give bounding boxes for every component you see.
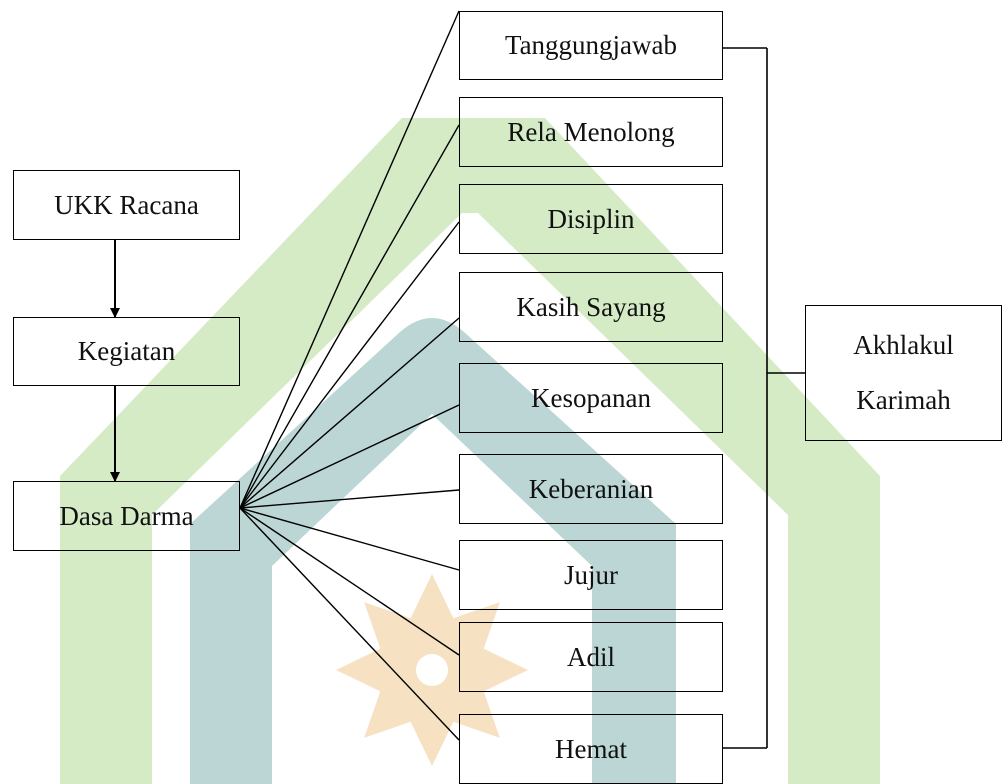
value-box-adil: Adil — [459, 622, 723, 692]
kegiatan-label: Kegiatan — [77, 336, 176, 366]
value-label: Rela Menolong — [507, 116, 675, 147]
value-box-kasih-sayang: Kasih Sayang — [459, 272, 723, 342]
ukk-racana-label: UKK Racana — [54, 189, 199, 220]
fan-lines — [239, 10, 460, 741]
value-box-rela-menolong: Rela Menolong — [459, 97, 723, 167]
value-label: Hemat — [555, 733, 627, 764]
bracket-connector — [722, 47, 805, 749]
value-box-jujur: Jujur — [459, 540, 723, 610]
value-box-disiplin: Disiplin — [459, 184, 723, 254]
value-label: Disiplin — [547, 203, 635, 234]
akhlakul-karimah-box: Akhlakul Karimah — [805, 305, 1002, 441]
watermark-star-center — [416, 654, 448, 686]
fan-line-4 — [239, 317, 460, 509]
dasa-darma-box: Dasa Darma — [13, 481, 240, 551]
fan-line-5 — [239, 404, 460, 509]
fan-line-9 — [239, 507, 460, 741]
result-label-line1: Akhlakul — [853, 330, 954, 360]
value-label: Kesopanan — [531, 382, 651, 413]
value-label: Adil — [566, 641, 615, 672]
fan-line-8 — [239, 507, 460, 656]
value-label: Keberanian — [528, 473, 654, 504]
watermark-green-arch — [60, 118, 880, 784]
value-box-tanggungjawab: Tanggungjawab — [459, 11, 723, 80]
watermark-teal-arch — [190, 318, 676, 784]
ukk-racana-box: UKK Racana — [13, 170, 240, 240]
fan-line-3 — [239, 221, 460, 509]
result-label-line2: Karimah — [856, 385, 951, 415]
value-box-kesopanan: Kesopanan — [459, 363, 723, 433]
value-box-keberanian: Keberanian — [459, 454, 723, 524]
fan-line-2 — [239, 124, 460, 509]
kegiatan-box: Kegiatan — [13, 317, 240, 386]
value-label: Jujur — [564, 559, 618, 590]
fan-line-1 — [239, 10, 460, 509]
fan-line-6 — [239, 489, 460, 509]
dasa-darma-label: Dasa Darma — [59, 500, 194, 531]
value-label: Tanggungjawab — [504, 30, 678, 60]
fan-line-7 — [239, 507, 460, 571]
value-box-hemat: Hemat — [459, 714, 723, 784]
value-label: Kasih Sayang — [516, 291, 666, 322]
